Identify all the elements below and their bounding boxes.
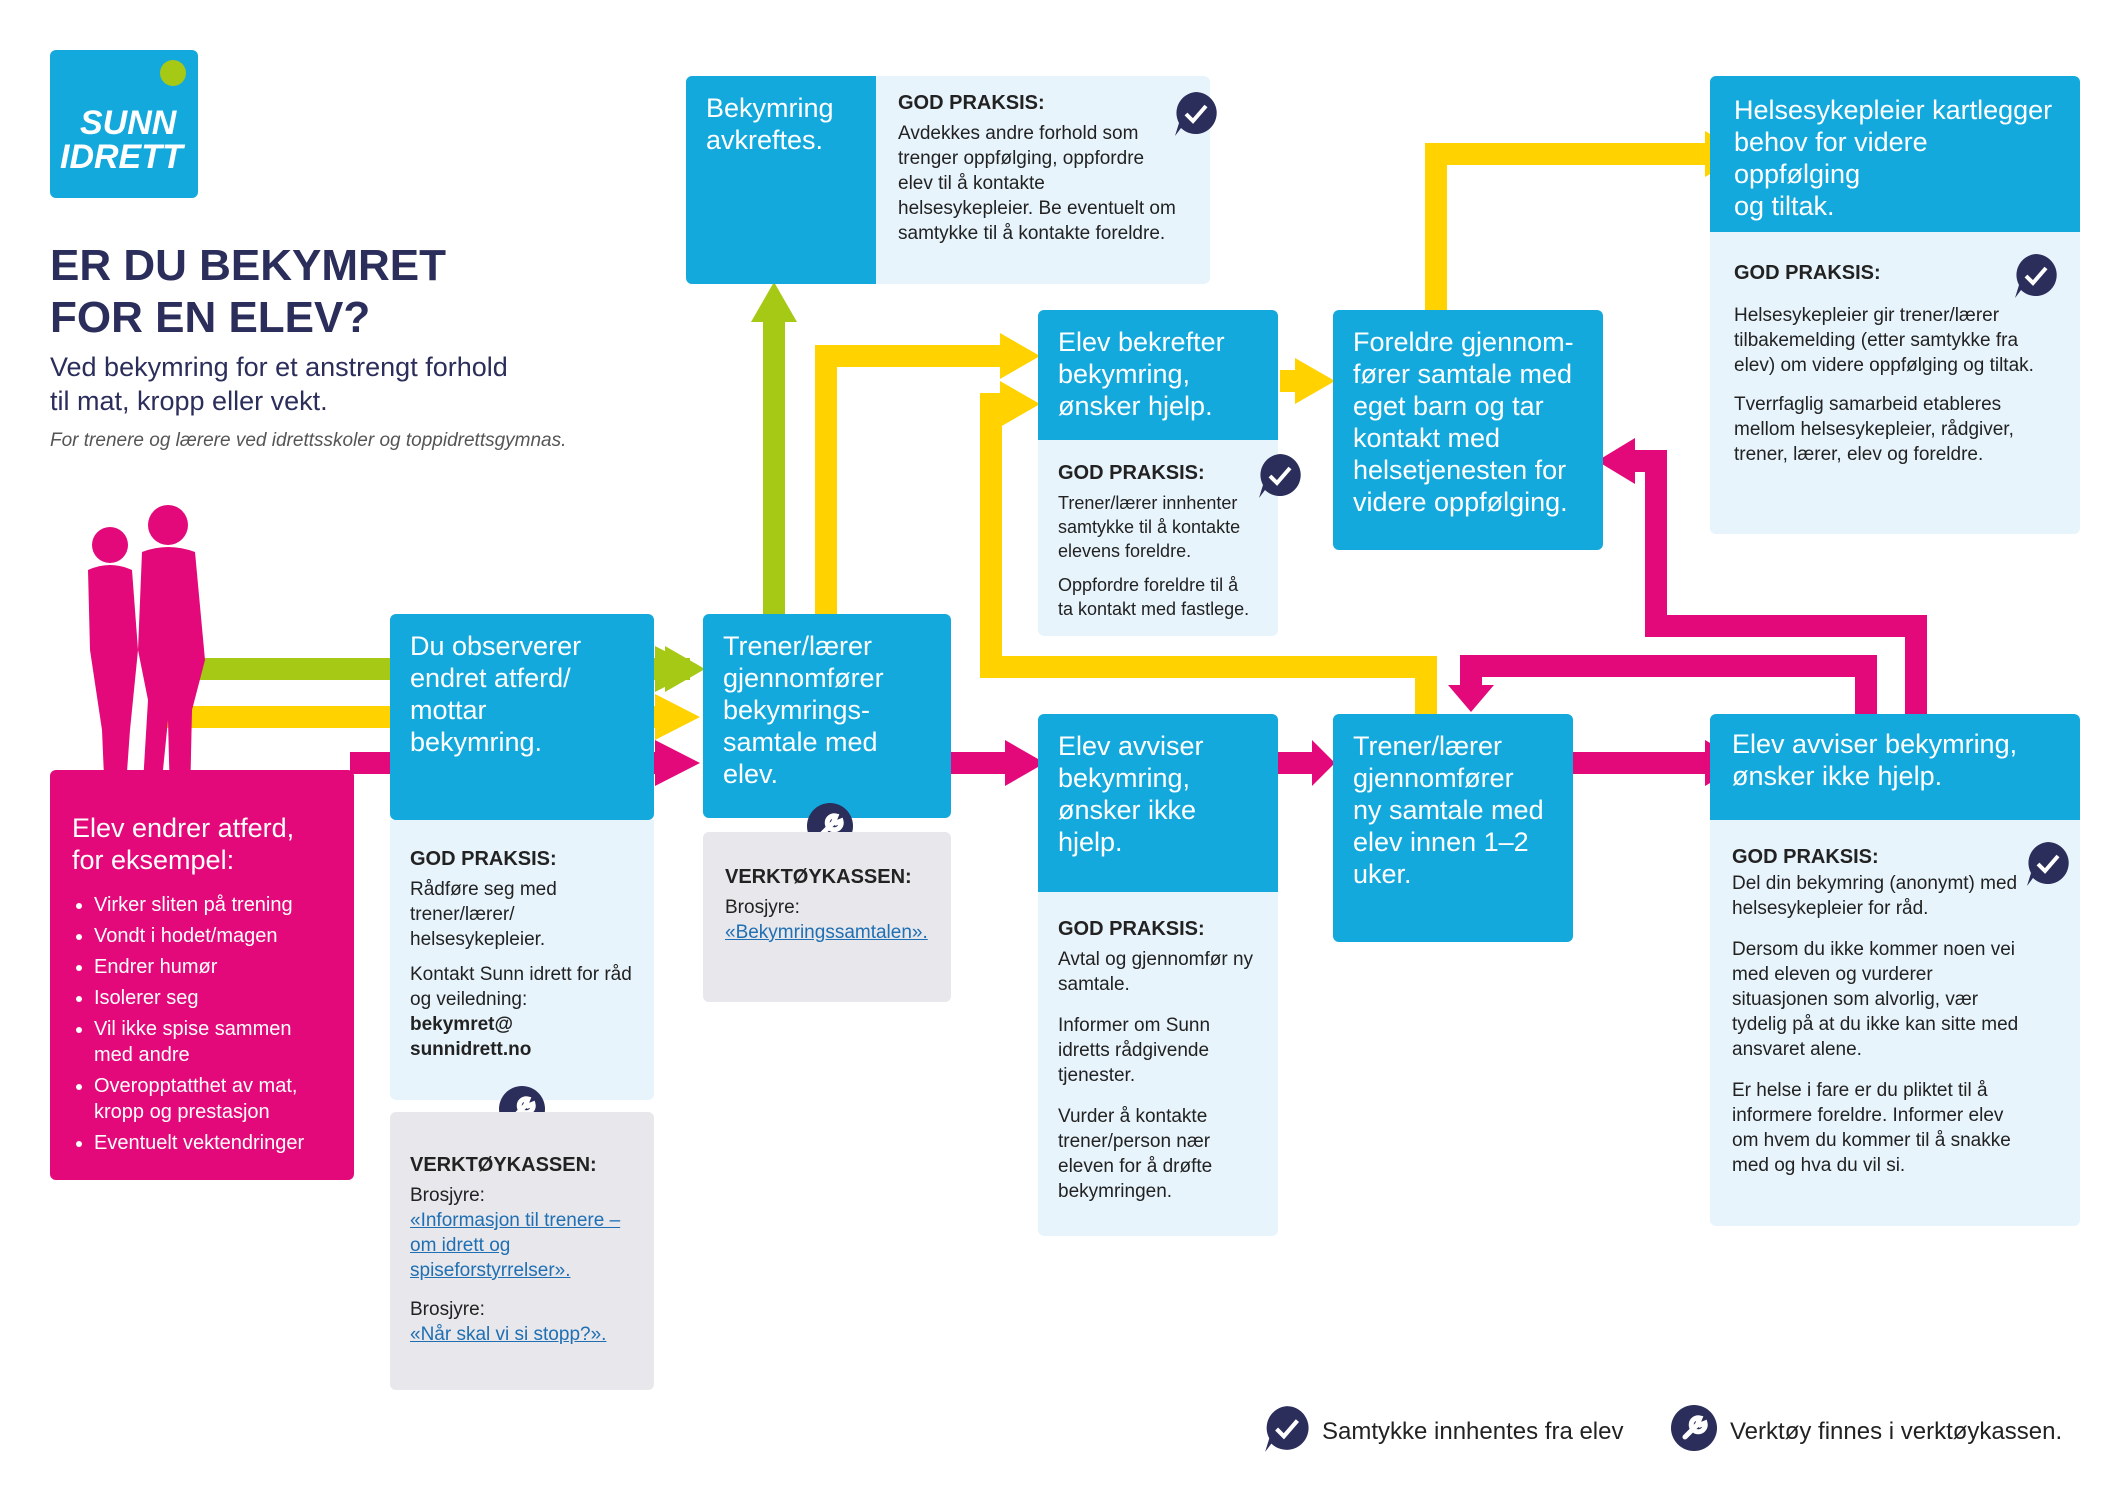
observe-box: Du observerer endret atferd/ mottar beky…: [390, 614, 654, 820]
confirms-box: Elev bekrefter bekymring, ønsker hjelp.: [1038, 310, 1278, 440]
gp-text: Avtal og gjennomfør ny samtale.: [1058, 949, 1254, 995]
consent-check-icon: [1265, 1406, 1309, 1452]
toolbox-label: VERKTØYKASSEN:: [410, 1154, 597, 1176]
new-talk-box: Trener/lærer gjennomfører ny samtale med…: [1333, 714, 1573, 942]
confirms-title: Elev bekrefter bekymring, ønsker hjelp.: [1058, 327, 1225, 421]
rejects-title: Elev avviser bekymring, ønsker ikke hjel…: [1058, 731, 1204, 857]
consent-check-icon: [1259, 454, 1301, 498]
arrow-newtalk-to-confirms: [980, 381, 1437, 716]
contact-email[interactable]: bekymret@ sunnidrett.no: [410, 1014, 532, 1060]
observe-good-practice: GOD PRAKSIS: Rådføre seg med trener/lære…: [390, 820, 654, 1100]
wrench-icon: [1671, 1405, 1717, 1451]
disproved-good-practice: GOD PRAKSIS: Avdekkes andre forhold som …: [876, 76, 1210, 284]
arrow-talk-to-rejects: [950, 740, 1045, 786]
parents-box: Foreldre gjennom- fører samtale med eget…: [1333, 310, 1603, 550]
consent-check-icon: [2015, 254, 2057, 298]
final-rejects-box: Elev avviser bekymring, ønsker ikke hjel…: [1710, 714, 2080, 820]
gp-text: Kontakt Sunn idrett for råd og veilednin…: [410, 964, 632, 1010]
subtitle-line-1: Ved bekymring for et anstrengt forhold: [50, 352, 508, 382]
nurse-title: Helsesykepleier kartlegger behov for vid…: [1734, 95, 2053, 221]
arrow-parents-to-nurse: [1425, 131, 1745, 310]
people-silhouette-icon: [88, 505, 205, 800]
gp-text: Rådføre seg med trener/lærer/ helsesykep…: [410, 879, 557, 950]
good-practice-label: GOD PRAKSIS:: [1734, 262, 1881, 284]
rejects-good-practice: GOD PRAKSIS: Avtal og gjennomfør ny samt…: [1038, 892, 1278, 1236]
brochure-label: Brosjyre:: [410, 1185, 485, 1206]
disproved-box: Bekymring avkreftes.: [686, 76, 876, 284]
arrow-observe-to-talk-green: [665, 646, 705, 692]
legend-consent-text: Samtykke innhentes fra elev: [1322, 1418, 1624, 1445]
legend: Samtykke innhentes fra elev Verktøy finn…: [1262, 1400, 2092, 1460]
student-behaviour-box: Elev endrer atferd, for eksempel: Virker…: [50, 770, 354, 1180]
good-practice-label: GOD PRAKSIS:: [410, 848, 557, 870]
list-item: Overopptatthet av mat, kropp og prestasj…: [94, 1073, 334, 1125]
toolbox-label: VERKTØYKASSEN:: [725, 866, 912, 888]
gp-text: Vurder å kontakte trener/person nær elev…: [1058, 1106, 1213, 1202]
arrow-talk-to-confirms: [815, 333, 1040, 620]
list-item: Eventuelt vektendringer: [94, 1130, 334, 1156]
gp-text: Er helse i fare er du pliktet til å info…: [1732, 1080, 2011, 1176]
conversation-box: Trener/lærer gjennomfører bekymrings- sa…: [703, 614, 951, 818]
gp-text: Avdekkes andre forhold som trenger oppfø…: [898, 123, 1176, 244]
gp-text: Del din bekymring (anonymt) med helsesyk…: [1732, 873, 2018, 919]
title-line-1: ER DU BEKYMRET: [50, 241, 447, 290]
good-practice-label: GOD PRAKSIS:: [898, 92, 1045, 114]
logo-word-1: SUNN: [80, 104, 177, 142]
parents-title: Foreldre gjennom- fører samtale med eget…: [1353, 327, 1574, 517]
gp-text: Tverrfaglig samarbeid etableres mellom h…: [1734, 394, 2014, 465]
conversation-title: Trener/lærer gjennomfører bekymrings- sa…: [723, 631, 884, 789]
rejects-box: Elev avviser bekymring, ønsker ikke hjel…: [1038, 714, 1278, 892]
gp-text: Oppfordre foreldre til å ta kontakt med …: [1058, 575, 1250, 619]
student-box-title: Elev endrer atferd, for eksempel:: [72, 813, 295, 875]
brochure-link-si-stopp[interactable]: «Når skal vi si stopp?».: [410, 1324, 607, 1345]
sunn-idrett-logo: SUNN IDRETT: [50, 50, 198, 198]
brochure-label: Brosjyre:: [410, 1299, 485, 1320]
gp-text: Helsesykepleier gir trener/lærer tilbake…: [1734, 305, 2034, 376]
arrow-confirms-to-parents: [1280, 358, 1335, 404]
list-item: Vil ikke spise sammen med andre: [94, 1016, 334, 1068]
final-rejects-title: Elev avviser bekymring, ønsker ikke hjel…: [1732, 729, 2018, 791]
new-talk-title: Trener/lærer gjennomfører ny samtale med…: [1353, 731, 1544, 889]
list-item: Vondt i hodet/magen: [94, 923, 334, 949]
page-title: ER DU BEKYMRET FOR EN ELEV?: [50, 240, 650, 344]
logo-word-2: IDRETT: [60, 138, 183, 176]
logo-dot: [160, 60, 186, 86]
arrow-final-to-parents: [1597, 438, 1927, 715]
good-practice-label: GOD PRAKSIS:: [1058, 918, 1205, 940]
gp-text: Informer om Sunn idretts rådgivende tjen…: [1058, 1015, 1211, 1086]
observe-title: Du observerer endret atferd/ mottar beky…: [410, 631, 582, 757]
list-item: Virker sliten på trening: [94, 892, 334, 918]
arrow-talk-to-disproved: [751, 282, 797, 620]
list-item: Isolerer seg: [94, 985, 334, 1011]
list-item: Endrer humør: [94, 954, 334, 980]
brochure-link-bekymringssamtalen[interactable]: «Bekymringssamtalen».: [725, 922, 928, 943]
confirms-good-practice: GOD PRAKSIS: Trener/lærer innhenter samt…: [1038, 440, 1278, 636]
conversation-toolbox: VERKTØYKASSEN: Brosjyre: «Bekymringssamt…: [703, 832, 951, 1002]
gp-text: Dersom du ikke kommer noen vei med eleve…: [1732, 939, 2019, 1060]
disproved-title: Bekymring avkreftes.: [706, 93, 834, 155]
gp-text: Trener/lærer innhenter samtykke til å ko…: [1058, 493, 1241, 561]
subtitle-line-2: til mat, kropp eller vekt.: [50, 386, 328, 416]
title-line-2: FOR EN ELEV?: [50, 293, 371, 342]
good-practice-label: GOD PRAKSIS:: [1732, 846, 1879, 868]
audience-note: For trenere og lærere ved idrettsskoler …: [50, 430, 567, 451]
legend-tools-text: Verktøy finnes i verktøykassen.: [1730, 1418, 2063, 1445]
student-signs-list: Virker sliten på trening Vondt i hodet/m…: [72, 892, 334, 1156]
arrow-rejects-to-newtalk: [1278, 740, 1335, 786]
consent-check-icon: [2027, 842, 2069, 886]
brochure-label: Brosjyre:: [725, 897, 800, 918]
good-practice-label: GOD PRAKSIS:: [1058, 462, 1205, 484]
brochure-link-info-trenere[interactable]: «Informasjon til trenere – om idrett og …: [410, 1210, 621, 1281]
page-subtitle: Ved bekymring for et anstrengt forhold t…: [50, 350, 670, 418]
observe-toolbox: VERKTØYKASSEN: Brosjyre: «Informasjon ti…: [390, 1112, 654, 1390]
nurse-box: Helsesykepleier kartlegger behov for vid…: [1710, 76, 2080, 232]
arrow-final-to-newtalk: [1448, 655, 1877, 715]
final-rejects-good-practice: GOD PRAKSIS: Del din bekymring (anonymt)…: [1710, 820, 2080, 1226]
consent-check-icon: [1175, 92, 1217, 136]
